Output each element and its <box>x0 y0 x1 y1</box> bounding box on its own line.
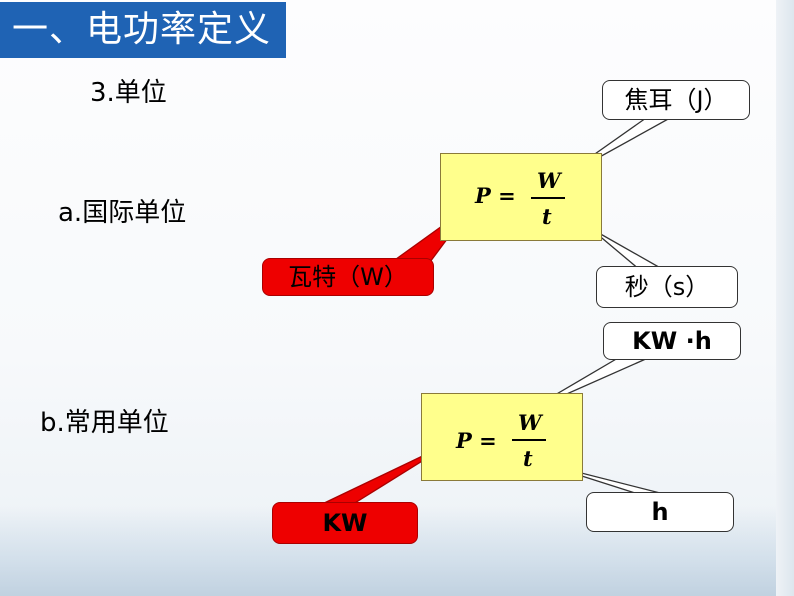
formula-b-lhs: P = <box>456 428 497 453</box>
formula-b-fraction-bar <box>512 439 546 441</box>
right-edge-decoration <box>776 0 794 596</box>
formula-a-numerator: W <box>537 168 561 193</box>
formula-b-denominator: t <box>523 446 533 471</box>
label-kw: KW <box>272 502 418 544</box>
formula-a-lhs: P = <box>475 183 516 208</box>
label-joule: 焦耳（J） <box>602 80 750 120</box>
section-b-label: b.常用单位 <box>40 408 169 438</box>
formula-box-a: P = W t <box>440 153 602 241</box>
formula-b-numerator: W <box>518 410 542 435</box>
label-second: 秒（s） <box>596 266 738 308</box>
label-watt: 瓦特（W） <box>262 258 434 296</box>
label-kwh: KW ·h <box>603 322 741 360</box>
slide-title: 一、电功率定义 <box>0 2 286 58</box>
formula-a-fraction-bar <box>531 197 565 199</box>
formula-box-b: P = W t <box>421 393 583 481</box>
unit-heading: 3.单位 <box>90 78 167 108</box>
section-a-label: a.国际单位 <box>58 198 187 228</box>
formula-a-denominator: t <box>542 204 552 229</box>
label-hour: h <box>586 492 734 532</box>
